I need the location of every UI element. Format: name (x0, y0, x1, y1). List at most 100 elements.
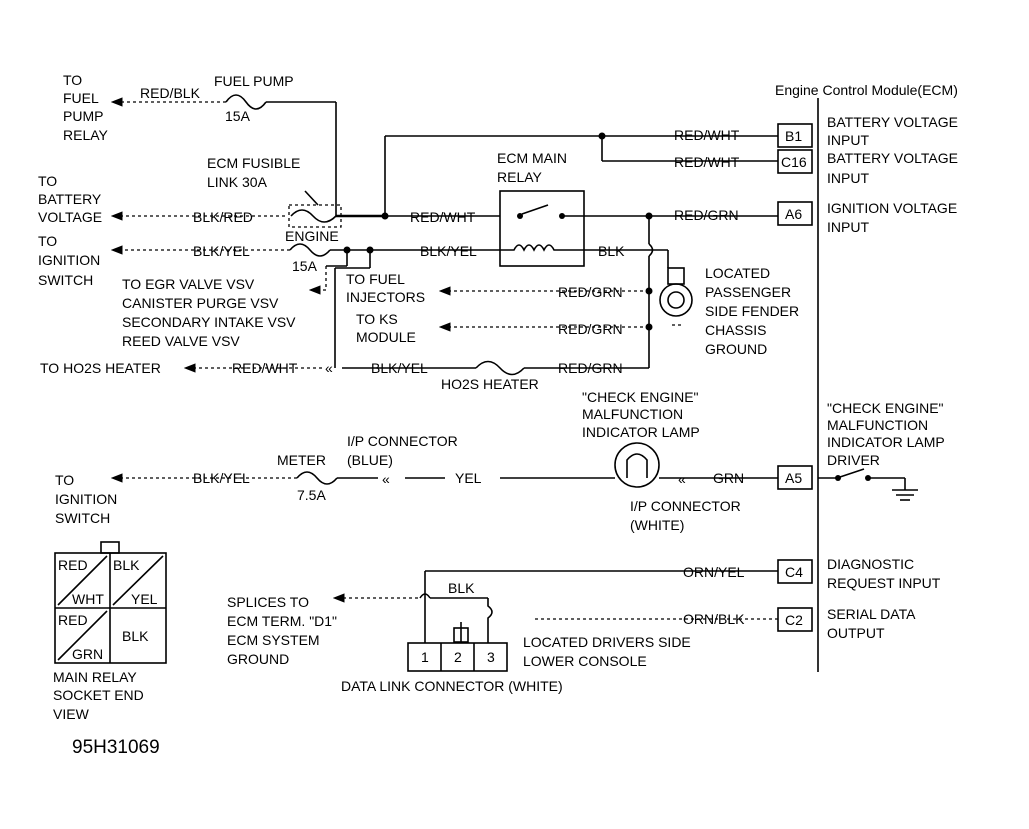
socket-caption-3: VIEW (53, 706, 90, 722)
engine-fuse-name: ENGINE (285, 228, 339, 244)
ignition-circuit: TO IGNITION SWITCH BLK/YEL ENGINE 15A BL… (38, 228, 500, 368)
ground-1: LOCATED (705, 265, 770, 281)
injectors-2: INJECTORS (346, 289, 425, 305)
dlc-body (407, 642, 508, 672)
mil-grn-wire: GRN (713, 470, 744, 486)
ecm-pin-b1-label: B1 (785, 128, 802, 144)
c2-wire: ORN/BLK (683, 611, 745, 627)
vsv-3: SECONDARY INTAKE VSV (122, 314, 296, 330)
ignition-to-3: SWITCH (38, 272, 93, 288)
ecm-pin-c16-desc1: BATTERY VOLTAGE (827, 150, 958, 166)
b1-wire: RED/WHT (674, 127, 740, 143)
dlc-located-1: LOCATED DRIVERS SIDE (523, 634, 691, 650)
fusible-link-icon (290, 209, 337, 223)
mil-lamp-3: INDICATOR LAMP (582, 424, 700, 440)
mil-lamp-1: "CHECK ENGINE" (582, 389, 699, 405)
mil-lamp-icon (614, 442, 660, 488)
ecm-pin-b1-desc2: INPUT (827, 132, 869, 148)
splice-3: ECM SYSTEM (227, 632, 320, 648)
socket-caption-1: MAIN RELAY (53, 669, 137, 685)
mil-lamp-2: MALFUNCTION (582, 406, 683, 422)
ip-blue-2: (BLUE) (347, 452, 393, 468)
mil-to-2: IGNITION (55, 491, 117, 507)
ecm-module: Engine Control Module(ECM) B1 BATTERY VO… (775, 82, 958, 672)
ecm-pin-a6-desc2: INPUT (827, 219, 869, 235)
relay-coil-icon (500, 244, 584, 252)
fuel-pump-to-1: TO (63, 72, 82, 88)
battery-wire: BLK/RED (193, 209, 253, 225)
red-grn-branches: RED/GRN TO FUEL INJECTORS RED/GRN TO KS … (40, 216, 654, 392)
ground-symbol-icon (892, 489, 918, 501)
relay-out-wire: RED/GRN (674, 207, 739, 223)
c4-wire: ORN/YEL (683, 564, 745, 580)
ecm-pin-b1-desc1: BATTERY VOLTAGE (827, 114, 958, 130)
splice-1: SPLICES TO (227, 594, 309, 610)
main-relay-socket: RED BLK WHT YEL RED BLK GRN MAIN RELAY S… (53, 541, 167, 722)
dlc-blk-wire: BLK (448, 580, 475, 596)
ks-1: TO KS (356, 311, 398, 327)
ignition-to-1: TO (38, 233, 57, 249)
vsv-4: REED VALVE VSV (122, 333, 240, 349)
splice-4: GROUND (227, 651, 289, 667)
socket-cell-7: GRN (72, 646, 103, 662)
meter-fuse-icon (296, 471, 338, 485)
vsv-2: CANISTER PURGE VSV (122, 295, 279, 311)
relay-title-2: RELAY (497, 169, 543, 185)
ho2s-fuse-label: HO2S HEATER (441, 376, 539, 392)
battery-to-1: TO (38, 173, 57, 189)
chassis-ground-icon (659, 283, 693, 317)
ip-white-2: (WHITE) (630, 517, 684, 533)
splice-2: ECM TERM. "D1" (227, 613, 337, 629)
c16-wire: RED/WHT (674, 154, 740, 170)
ecm-pin-a6-desc1: IGNITION VOLTAGE (827, 200, 957, 216)
ignition-to-2: IGNITION (38, 252, 100, 268)
ecm-pin-c16-label: C16 (781, 154, 807, 170)
ecm-main-relay: ECM MAIN RELAY RED/GRN BLK LOCATED PASSE… (497, 150, 799, 357)
dlc-terminal-3: 3 (487, 649, 495, 665)
ho2s-to: TO HO2S HEATER (40, 360, 161, 376)
ground-4: CHASSIS (705, 322, 766, 338)
fusible-link-box (288, 204, 342, 228)
ecm-pin-a6-label: A6 (785, 206, 802, 222)
ecm-fusible-2: LINK 30A (207, 174, 268, 190)
injectors-1: TO FUEL (346, 271, 405, 287)
ecm-fusible-1: ECM FUSIBLE (207, 155, 300, 171)
ecm-pin-c4-desc1: DIAGNOSTIC (827, 556, 914, 572)
ignition-out-wire: BLK/YEL (420, 243, 477, 259)
battery-to-3: VOLTAGE (38, 209, 102, 225)
fuel-pump-to-3: PUMP (63, 108, 103, 124)
ecm-pin-a5-desc4: DRIVER (827, 452, 880, 468)
socket-caption-2: SOCKET END (53, 687, 144, 703)
ecm-pin-a6 (777, 201, 813, 226)
relay-box (499, 190, 585, 267)
socket-cell-1: RED (58, 557, 88, 573)
dlc-terminal-2: 2 (454, 649, 462, 665)
battery-out-wire: RED/WHT (410, 209, 476, 225)
ground-5: GROUND (705, 341, 767, 357)
ho2s-wire1: RED/WHT (232, 360, 298, 376)
data-link-connector: ORN/YEL ORN/BLK BLK 1 2 3 DATA LINK CONN… (227, 564, 778, 694)
ecm-pin-c4-desc2: REQUEST INPUT (827, 575, 941, 591)
ho2s-fuse-icon (475, 360, 525, 376)
ecm-title: Engine Control Module(ECM) (775, 82, 958, 98)
ho2s-connector-icon: « (325, 360, 333, 376)
check-engine-circuit: "CHECK ENGINE" MALFUNCTION INDICATOR LAM… (55, 389, 778, 533)
socket-cell-2: BLK (113, 557, 140, 573)
fuel-pump-to-2: FUEL (63, 90, 99, 106)
ho2s-wire3: RED/GRN (558, 360, 623, 376)
ks-wire: RED/GRN (558, 321, 623, 337)
ho2s-wire2: BLK/YEL (371, 360, 428, 376)
fuel-pump-to-4: RELAY (63, 127, 109, 143)
ip-blue-connector-icon: « (382, 471, 390, 487)
vsv-1: TO EGR VALVE VSV (122, 276, 255, 292)
fuel-pump-fuse-icon (225, 94, 267, 110)
mil-driver-switch (818, 468, 906, 490)
ecm-pin-c2-desc2: OUTPUT (827, 625, 885, 641)
socket-cell-3: WHT (72, 591, 104, 607)
ks-2: MODULE (356, 329, 416, 345)
meter-fuse-name: METER (277, 452, 326, 468)
ecm-pin-a5-desc3: INDICATOR LAMP (827, 434, 945, 450)
socket-cell-5: RED (58, 612, 88, 628)
mil-to-3: SWITCH (55, 510, 110, 526)
